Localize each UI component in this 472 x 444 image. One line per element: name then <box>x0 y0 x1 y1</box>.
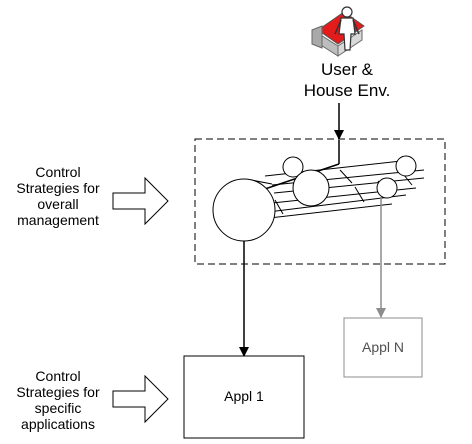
control-specific-label-line4: applications <box>21 416 95 432</box>
appl-n-box <box>343 317 423 378</box>
appl-n-label: Appl N <box>362 339 404 355</box>
control-specific-label-line1: Control <box>35 368 80 384</box>
control-overall-label-line1: Control <box>35 164 80 180</box>
control-specific-label-line3: specific <box>35 400 82 416</box>
appl-1-label: Appl 1 <box>224 388 264 404</box>
user-env-label-line2: House Env. <box>304 81 391 100</box>
appl-1-box <box>183 355 305 439</box>
user-house-icon <box>311 6 365 57</box>
control-specific-label-line2: Strategies for <box>16 384 100 400</box>
network-node <box>282 156 304 178</box>
control-overall-label-line2: Strategies for <box>16 180 100 196</box>
network-node <box>376 177 398 199</box>
network-node-main <box>212 178 276 242</box>
network-node <box>292 169 330 207</box>
control-specific-arrow-icon <box>112 374 169 424</box>
control-overall-label-line4: management <box>17 212 99 228</box>
control-overall-label-line3: overall <box>37 196 78 212</box>
system-boundary <box>194 138 446 265</box>
communication-network <box>249 140 425 221</box>
control-overall-arrow-icon <box>112 176 169 226</box>
user-env-label-line1: User & <box>321 60 374 79</box>
network-node <box>395 155 417 177</box>
